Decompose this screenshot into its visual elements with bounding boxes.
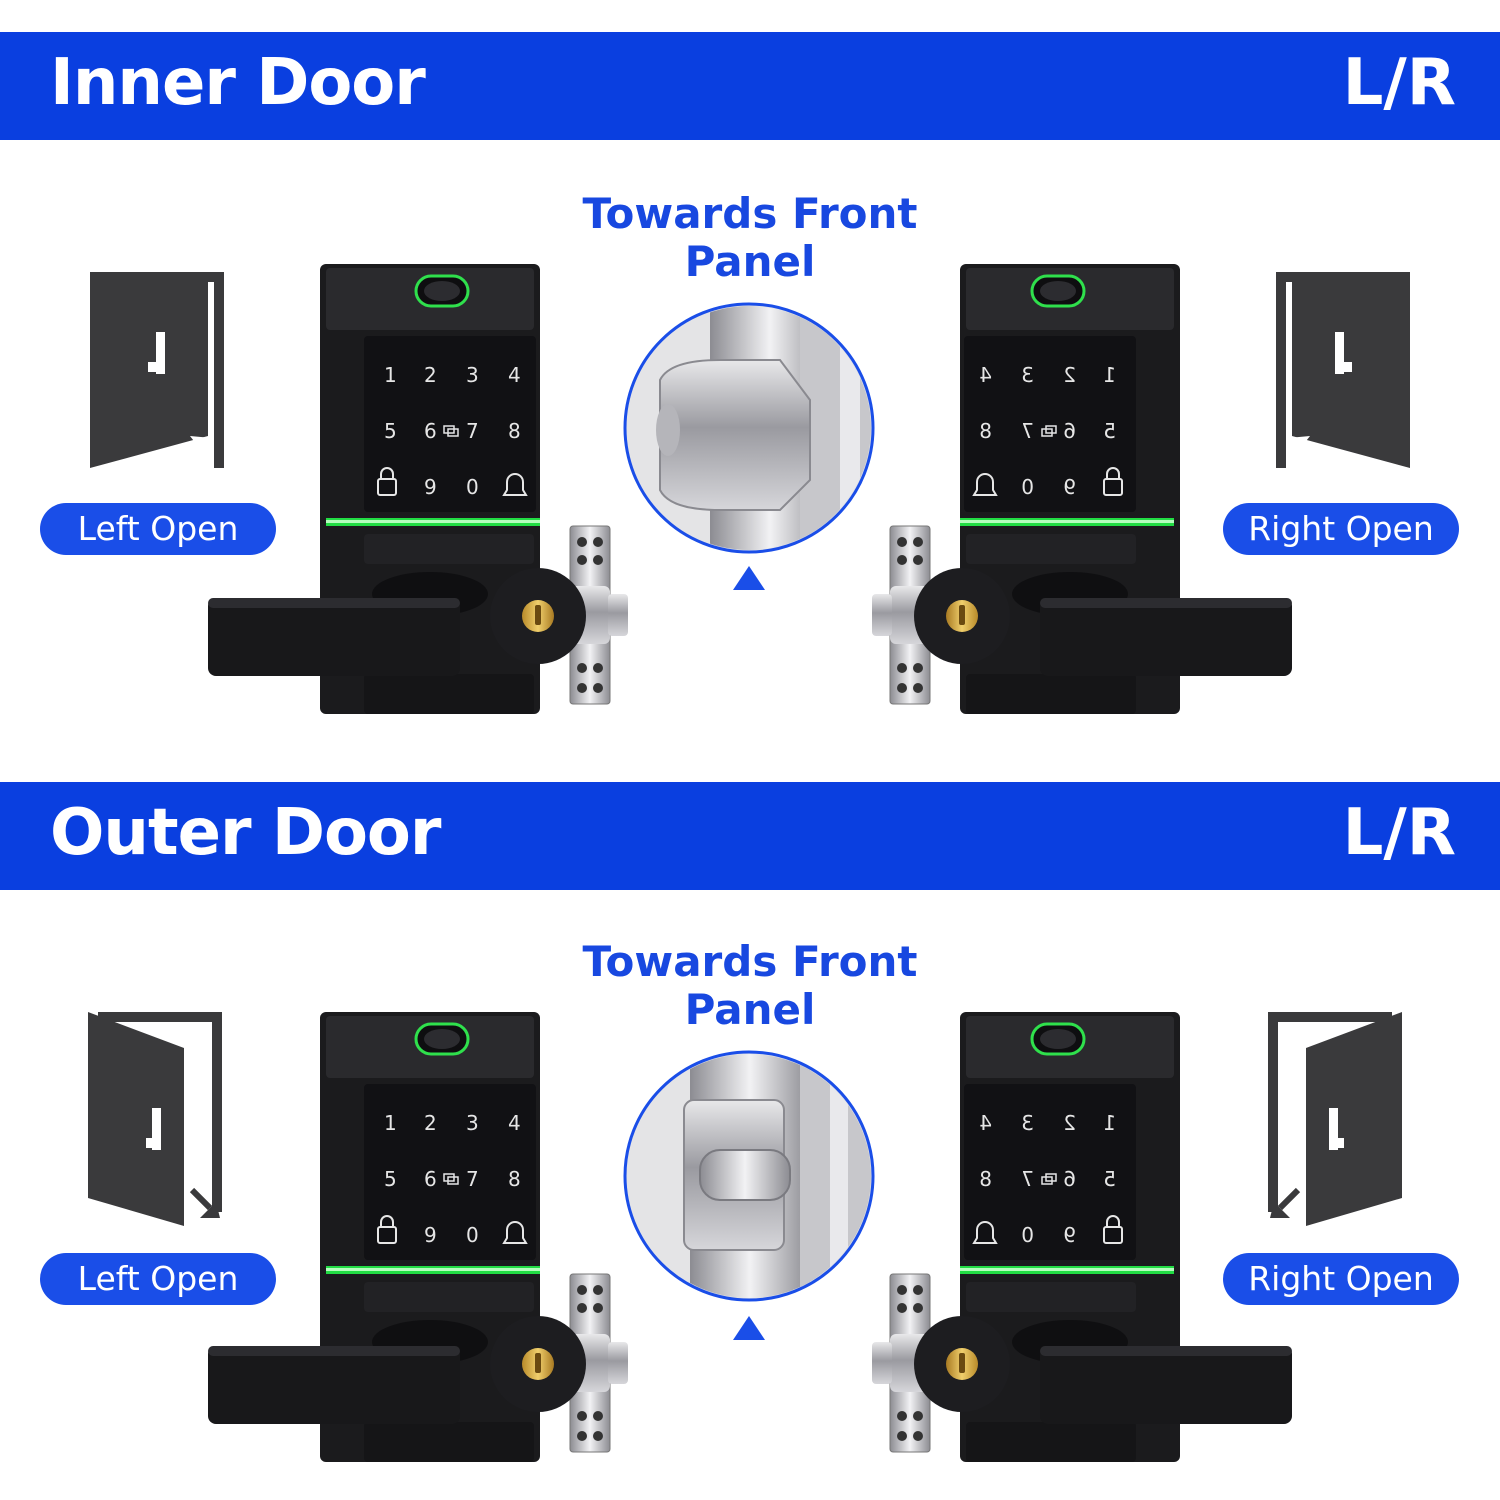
- latch-detail-circle: [623, 1050, 875, 1302]
- triangle-marker: [733, 1316, 765, 1340]
- right-door-inner-icon: [1276, 272, 1410, 468]
- left-lock-outer: [206, 1010, 630, 1464]
- section-title: Inner Door: [50, 46, 426, 120]
- lr-label: L/R: [1342, 46, 1456, 120]
- right-door-outer-icon: [1268, 1012, 1402, 1226]
- triangle-marker: [733, 566, 765, 590]
- inner-door-header: Inner Door L/R: [0, 32, 1500, 140]
- left-open-badge: Left Open: [40, 1253, 276, 1305]
- left-door-inner-icon: [90, 272, 224, 468]
- outer-door-header: Outer Door L/R: [0, 782, 1500, 890]
- right-open-badge: Right Open: [1223, 503, 1459, 555]
- left-door-outer-icon: [88, 1012, 222, 1226]
- right-open-badge: Right Open: [1223, 1253, 1459, 1305]
- latch-detail-circle: [623, 302, 875, 554]
- right-lock-inner: [870, 262, 1294, 716]
- right-lock-outer: [870, 1010, 1294, 1464]
- left-open-badge: Left Open: [40, 503, 276, 555]
- left-lock-inner: [206, 262, 630, 716]
- section-title: Outer Door: [50, 796, 441, 870]
- lr-label: L/R: [1342, 796, 1456, 870]
